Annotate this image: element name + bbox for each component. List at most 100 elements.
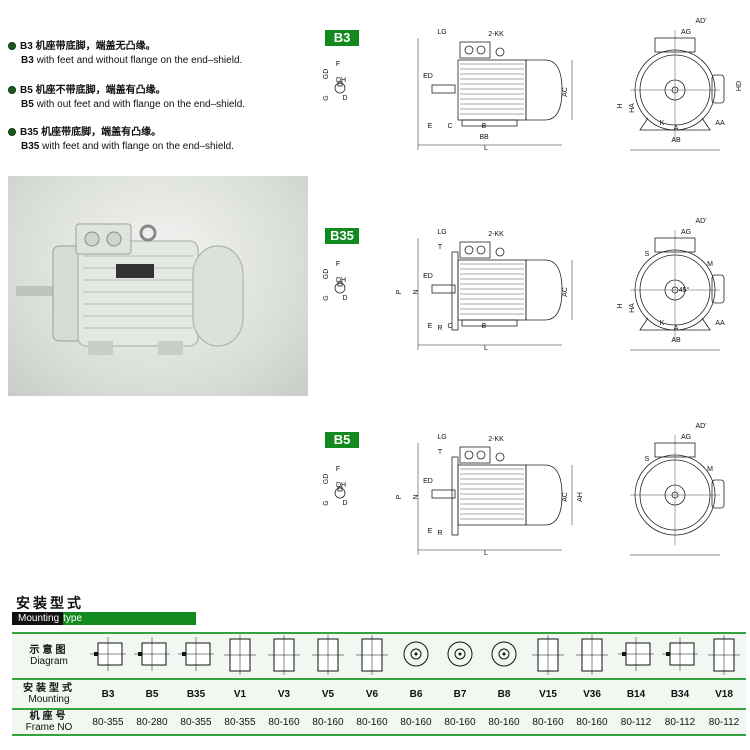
mounting-type: B5 xyxy=(145,688,159,700)
dimension-label: 2-KK xyxy=(488,231,504,238)
frame-number: 80-112 xyxy=(708,716,740,728)
diagram-icon-v6 xyxy=(350,633,394,680)
frame-number: 80-160 xyxy=(576,716,608,728)
dimension-label: AD' xyxy=(695,18,706,25)
dimension-label: E xyxy=(428,323,433,330)
dimension-label: L xyxy=(484,145,488,152)
dimension-label: ED xyxy=(423,478,433,485)
frame-number: 80-160 xyxy=(532,716,564,728)
motor-photo xyxy=(8,176,308,396)
dimension-label: HA xyxy=(629,103,636,113)
bullet-icon xyxy=(8,42,16,50)
dimension-label: AB xyxy=(671,337,681,344)
frame-number: 80-355 xyxy=(224,716,256,728)
diagram-icon-v3 xyxy=(262,633,306,680)
diagram-icon-b7 xyxy=(438,633,482,680)
dimension-label: K xyxy=(660,120,665,127)
dimension-label: P xyxy=(396,494,403,499)
dimension-label: L xyxy=(484,345,488,352)
bar-black-label: Mounting xyxy=(12,612,64,625)
dimension-label: AG xyxy=(681,229,691,236)
diagram-icon-b14 xyxy=(614,633,658,680)
dimension-label: AC xyxy=(562,287,569,297)
dimension-label: S xyxy=(645,251,650,258)
mounting-tag-b5: B5 xyxy=(325,432,359,448)
mounting-description: B5 机座不带底脚，端盖有凸缘。B5 with out feet and wit… xyxy=(8,84,245,112)
mounting-description: B35 机座带底脚，端盖有凸缘。B35 with feet and with f… xyxy=(8,126,234,154)
mounting-type: V1 xyxy=(233,688,247,700)
dimension-label: G xyxy=(323,500,330,505)
dimension-label: A xyxy=(674,325,679,332)
dimension-label: AD' xyxy=(695,423,706,430)
dimension-label: DH xyxy=(336,77,346,84)
dimension-label: D xyxy=(342,95,347,102)
dimension-label: C xyxy=(447,123,452,130)
frame-number: 80-160 xyxy=(444,716,476,728)
dimension-label: K xyxy=(660,320,665,327)
dimension-label: AA xyxy=(715,120,725,127)
dimension-label: B xyxy=(482,123,487,130)
mounting-type: V18 xyxy=(715,688,733,700)
end-cover xyxy=(525,59,563,121)
diagram-icon-b5 xyxy=(130,633,174,680)
shaft xyxy=(431,84,456,94)
dimension-label: S xyxy=(645,456,650,463)
dimension-label: AD' xyxy=(695,218,706,225)
dimension-label: M xyxy=(707,466,713,473)
dimension-label: F xyxy=(336,61,340,68)
dimension-label: GD xyxy=(323,474,330,485)
diagram-icon-b34 xyxy=(658,633,702,680)
dimension-label: ED xyxy=(423,73,433,80)
dimension-label: AG xyxy=(681,434,691,441)
terminal-box xyxy=(459,446,491,464)
dimension-label: AG xyxy=(681,29,691,36)
diagram-icon-b3 xyxy=(86,633,130,680)
bullet-icon xyxy=(8,86,16,94)
diagram-icon-v5 xyxy=(306,633,350,680)
shaft xyxy=(431,284,456,294)
mounting-type: B14 xyxy=(626,688,646,700)
dimension-label: 2-KK xyxy=(488,436,504,443)
terminal-box xyxy=(459,241,491,259)
feet xyxy=(461,119,518,127)
dimension-label: AC xyxy=(562,492,569,502)
shaft xyxy=(431,489,456,499)
dimension-label: F xyxy=(336,466,340,473)
frame-number: 80-160 xyxy=(488,716,520,728)
dimension-label: LG xyxy=(437,434,446,441)
dimension-label: N xyxy=(413,494,420,499)
dimension-label: 2-KK xyxy=(488,31,504,38)
dimension-label: BB xyxy=(479,134,489,141)
frame-number: 80-355 xyxy=(92,716,124,728)
dimension-label: DH xyxy=(336,277,346,284)
dimension-label: DH xyxy=(336,482,346,489)
dimension-label: R xyxy=(437,530,442,537)
diagram-icon-v36 xyxy=(570,633,614,680)
dimension-label: P xyxy=(396,289,403,294)
dimension-label: AB xyxy=(671,137,681,144)
diagram-icon-v1 xyxy=(218,633,262,680)
dimension-label: GD xyxy=(323,69,330,80)
diagram-icon-v18 xyxy=(702,633,746,680)
diagram-icon-v15 xyxy=(526,633,570,680)
mounting-type: B8 xyxy=(497,688,511,700)
diagram-icon-b8 xyxy=(482,633,526,680)
mounting-type: V36 xyxy=(583,688,601,700)
dimension-label: E xyxy=(428,123,433,130)
dimension-label: R xyxy=(437,325,442,332)
dimension-label: T xyxy=(438,244,443,251)
mounting-type: V5 xyxy=(321,688,335,700)
mounting-type: V6 xyxy=(365,688,379,700)
frame-number: 80-112 xyxy=(664,716,696,728)
dimension-label: N xyxy=(413,289,420,294)
mounting-tag-b35: B35 xyxy=(325,228,359,244)
dimension-label: E xyxy=(428,528,433,535)
dimension-label: C xyxy=(447,323,452,330)
